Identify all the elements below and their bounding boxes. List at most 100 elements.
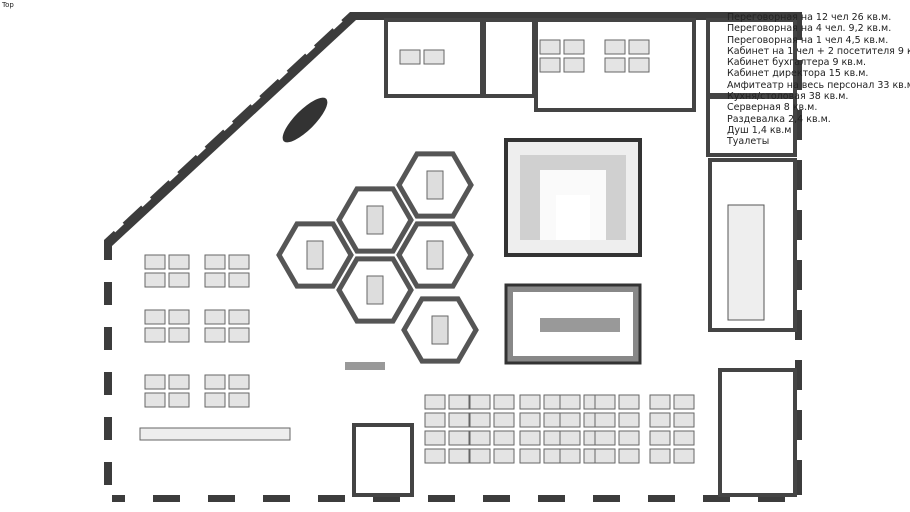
desk [563,39,585,55]
window [795,140,802,160]
meeting-table [426,170,444,200]
desk [144,327,166,343]
window [109,218,124,233]
legend-item: Амфитеатр на весь персонал 33 кв.м. [727,79,910,91]
window [104,440,112,462]
desk [618,430,640,446]
window [191,142,206,157]
window [455,495,483,502]
legend-item: Переговорная на 1 чел 4,5 кв.м. [727,34,889,46]
window [795,290,802,310]
window [104,350,112,372]
window [164,167,179,182]
desk [204,392,226,408]
desk [673,412,695,428]
desk [559,412,581,428]
window [104,395,112,417]
desk [168,309,190,325]
desk [204,374,226,390]
desk [618,394,640,410]
desk [204,272,226,288]
desk [228,327,250,343]
desk [673,430,695,446]
amphitheater [504,138,642,257]
window [795,390,802,410]
desk [594,412,616,428]
desk [424,412,446,428]
desk [168,392,190,408]
desk [469,412,491,428]
window [290,495,318,502]
desk [594,430,616,446]
window [125,495,153,502]
desk [628,39,650,55]
desk [424,448,446,464]
window [345,495,373,502]
desk [649,412,671,428]
desk [144,392,166,408]
desk [563,57,585,73]
legend-item: Кабинет бухгалтера 9 кв.м. [727,57,867,69]
legend-item: Кухня/столовая 38 кв.м. [727,91,849,103]
desk [539,39,561,55]
window [795,90,802,110]
desk [448,394,470,410]
desk [493,412,515,428]
window [565,495,593,502]
meeting-table [306,240,324,270]
desk [469,430,491,446]
desk [424,394,446,410]
window [301,40,316,56]
window [328,15,343,30]
view-label: Top [2,1,14,9]
window [795,40,802,60]
window [273,66,288,81]
desk [559,430,581,446]
desk [493,430,515,446]
window [730,495,758,502]
top-rooms [384,18,797,497]
meeting-table [426,240,444,270]
window [219,116,234,132]
legend-item: Кабинет на 1 чел + 2 посетителя 9 кв.м [727,45,910,57]
desk [649,430,671,446]
legend-item: Туалеты [727,136,770,148]
window [795,190,802,210]
legend-item: Раздевалка 2,4 кв.м. [727,113,831,125]
diagonal-lounge [139,97,385,441]
workstations [144,39,695,464]
desk [559,394,581,410]
desk [519,394,541,410]
legend-item: Серверная 8 кв.м. [727,102,818,114]
desk [204,309,226,325]
window [620,495,648,502]
desk [144,272,166,288]
desk [228,374,250,390]
legend-item: Душ 1,4 кв.м [727,124,792,136]
desk [649,394,671,410]
desk [448,448,470,464]
desk [424,430,446,446]
legend-item: Кабинет директора 15 кв.м. [727,68,869,80]
window [510,495,538,502]
desk [604,57,626,73]
hexagon-meeting-rooms [276,151,479,364]
desk [168,374,190,390]
meeting-table [366,275,384,305]
legend-item: Переговорная на 12 чел 26 кв.м. [727,12,892,23]
desk [204,327,226,343]
desk [493,448,515,464]
window [795,240,802,260]
desk [469,394,491,410]
desk [673,394,695,410]
kitchen-table [727,204,765,321]
desk [519,412,541,428]
desk [594,448,616,464]
desk [144,254,166,270]
desk [618,412,640,428]
meeting-room-12 [504,283,642,365]
desk [628,57,650,73]
legend-item: Переговорная на 4 чел. 9,2 кв.м. [727,23,892,35]
desk [618,448,640,464]
